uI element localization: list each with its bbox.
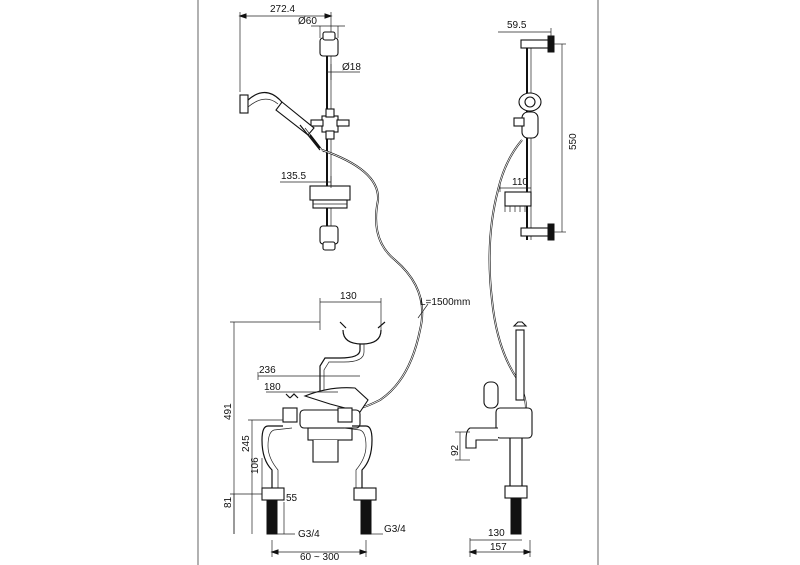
thread-right: G3/4 xyxy=(384,524,406,535)
front-shower-rail: 272.4 Ø60 Ø18 135.5 xyxy=(238,4,361,251)
front-spout xyxy=(312,440,339,463)
dim-245: 245 xyxy=(241,435,252,452)
dim-130-side: 130 xyxy=(488,528,505,539)
dim-491: 491 xyxy=(223,403,234,420)
front-right-tail xyxy=(360,499,372,535)
side-leg xyxy=(509,438,523,486)
dim-centres: 60 ~ 300 xyxy=(300,552,340,563)
front-left-nut xyxy=(261,487,285,501)
side-spout xyxy=(465,427,498,449)
side-tail xyxy=(510,497,522,535)
front-soap-dish xyxy=(309,185,351,209)
dim-92: 92 xyxy=(450,444,461,456)
side-rail-bottom-bracket xyxy=(520,227,552,237)
dim-550: 550 xyxy=(568,133,579,150)
thread-left: G3/4 xyxy=(298,529,320,540)
side-nut xyxy=(504,485,528,499)
dim-157: 157 xyxy=(490,542,507,553)
dim-130-cradle: 130 xyxy=(340,291,357,302)
side-riser xyxy=(515,329,525,401)
dim-81: 81 xyxy=(223,496,234,508)
dim-272-4: 272.4 xyxy=(270,4,295,15)
dim-55: 55 xyxy=(286,493,298,504)
side-soap-dish xyxy=(504,191,532,212)
front-cradle-handset xyxy=(303,387,369,413)
front-left-leg xyxy=(261,425,283,488)
front-right-nut xyxy=(353,487,377,501)
front-left-handle xyxy=(282,393,299,423)
front-handset-holder xyxy=(310,108,350,140)
front-mixer-dimensions: 130 491 236 180 245 106 81 55 G3/4 G3/4 xyxy=(223,291,406,563)
side-bath-mixer xyxy=(465,321,533,535)
dim-236: 236 xyxy=(259,365,276,376)
side-handle xyxy=(483,381,499,409)
side-shower-head xyxy=(513,92,542,139)
dim-diameter-18: Ø18 xyxy=(342,62,361,73)
front-bath-mixer xyxy=(261,321,386,535)
dim-diameter-60: Ø60 xyxy=(298,16,317,27)
dim-59-5: 59.5 xyxy=(507,20,527,31)
front-cradle xyxy=(342,329,382,345)
dim-180: 180 xyxy=(264,382,281,393)
front-right-leg xyxy=(352,425,373,488)
front-rail-top-bracket xyxy=(319,37,339,57)
side-mixer-body xyxy=(495,407,533,439)
dim-135-5: 135.5 xyxy=(281,171,306,182)
dim-106: 106 xyxy=(250,457,261,474)
side-shower-rail: 59.5 550 110 xyxy=(498,20,579,241)
side-rail-top-bracket xyxy=(520,39,552,49)
front-rail-bottom-bracket xyxy=(319,225,339,245)
hose-length-label: L=1500mm xyxy=(420,297,470,308)
side-mixer-dimensions: 92 130 157 xyxy=(450,431,532,557)
front-right-handle xyxy=(337,407,353,423)
dim-110: 110 xyxy=(512,177,528,188)
front-left-tail xyxy=(266,499,278,535)
